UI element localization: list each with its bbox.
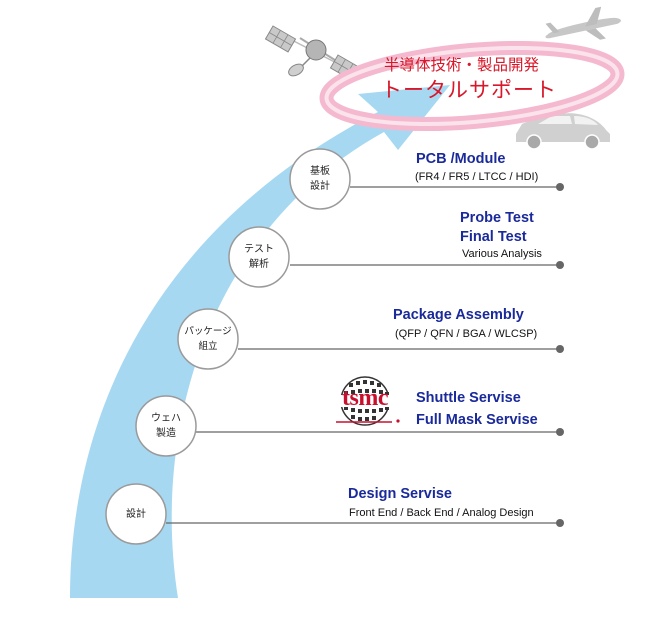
node-wafer-fab (135, 395, 197, 457)
step-sub-test: Various Analysis (462, 248, 542, 260)
node-label-test-line2: 解析 (249, 259, 269, 270)
step-title-shuttle: Shuttle Servise (416, 390, 521, 406)
step-title-probe-test: Probe Test (460, 210, 534, 226)
tsmc-logo-text: tsmc (342, 385, 388, 411)
connector-dot-design (556, 519, 564, 527)
node-label-wafer-line1: ウェハ (151, 413, 181, 424)
connector-dot-wafer (556, 428, 564, 436)
node-label-test: テスト 解析 (229, 242, 289, 272)
progress-arrow (70, 85, 450, 598)
airplane-icon (545, 6, 621, 40)
connector-dot-package (556, 345, 564, 353)
node-label-design: 設計 (106, 507, 166, 522)
banner-ring (319, 40, 625, 132)
banner-line-1: 半導体技術・製品開発 (384, 56, 540, 74)
step-sub-package: (QFP / QFN / BGA / WLCSP) (395, 328, 538, 340)
car-icon (516, 113, 610, 150)
connector-dot-test (556, 261, 564, 269)
node-label-pcb-line1: 基板 (310, 166, 330, 177)
step-title-pcb: PCB /Module (416, 151, 506, 167)
node-pcb-design (289, 148, 351, 210)
connector-dot-pcb (556, 183, 564, 191)
node-label-wafer: ウェハ 製造 (136, 411, 196, 441)
node-package-assembly (177, 308, 239, 370)
node-label-test-line1: テスト (244, 244, 274, 255)
node-label-package: パッケージ 組立 (174, 324, 242, 354)
node-label-wafer-line2: 製造 (156, 428, 176, 439)
node-label-pcb-line2: 設計 (310, 181, 330, 192)
node-label-pcb: 基板 設計 (290, 164, 350, 194)
step-sub-pcb: (FR4 / FR5 / LTCC / HDI) (415, 171, 539, 183)
step-title-final-test: Final Test (460, 229, 527, 245)
step-title-design: Design Servise (348, 486, 452, 502)
node-label-package-line1: パッケージ (184, 326, 232, 337)
step-title-full-mask: Full Mask Servise (416, 412, 538, 428)
step-title-package: Package Assembly (393, 307, 524, 323)
step-sub-design: Front End / Back End / Analog Design (349, 507, 534, 519)
node-label-package-line2: 組立 (198, 341, 218, 352)
tsmc-logo (334, 376, 400, 426)
node-test-analysis (228, 226, 290, 288)
node-label-design-line1: 設計 (126, 509, 146, 520)
banner-line-2: トータルサポート (381, 78, 557, 102)
node-design (105, 483, 167, 545)
